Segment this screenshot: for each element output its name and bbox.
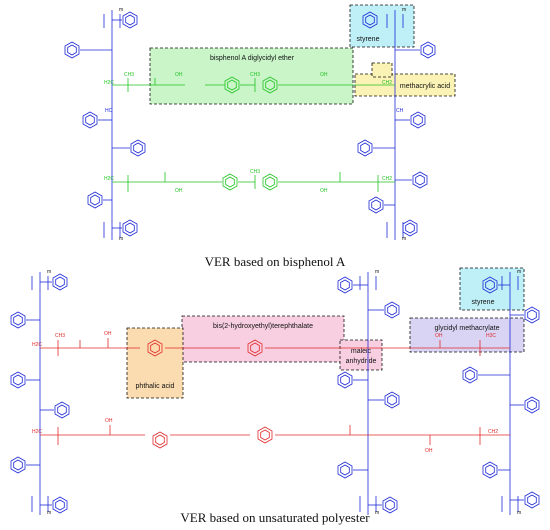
oh-bottom-lower-right: OH [425,448,433,454]
repeat-m-top-left-2: m [119,236,123,242]
polyester-bridge-upper [40,338,510,357]
glycidyl-methacrylate-box [409,317,525,353]
methacrylic-acid-label: methacrylic acid [400,83,450,90]
h2c-bottom-upper: H2C [32,342,42,348]
repeat-m-bottom-right-1: m [517,269,521,275]
h3c-bottom-upper: H3C [486,333,496,339]
oh-top-lower-left: OH [175,188,183,194]
styrene-label-top: styrene [357,36,380,43]
oh-bottom-upper-left: OH [104,331,112,337]
bis-hydroxyethyl-terephthalate-label: bis(2-hydroxyethyl)terephthalate [213,323,313,330]
styrene-chain-bottom-middle [337,272,400,515]
repeat-m-bottom-middle-1: m [375,269,379,275]
caption-bottom: VER based on unsaturated polyester [180,510,370,525]
ch2-top-upper: CH2 [382,80,392,86]
oh-bottom-lower-left: OH [105,418,113,424]
oh-top-lower-right: OH [320,188,328,194]
ch3-top-lower-bridge: CH3 [250,169,260,175]
h2c-top-lower: H2C [104,176,114,182]
bis-hydroxyethyl-terephthalate-box [181,315,345,363]
bisphenol-bridge-top-lower [112,172,395,192]
caption-top: VER based on bisphenol A [205,254,346,269]
repeat-m-top-right-2: m [402,236,406,242]
repeat-m-bottom-left-1: m [47,269,51,275]
bisphenol-a-diglycidyl-ether-label: bisphenol A diglycidyl ether [210,55,295,62]
repeat-m-bottom-left-2: m [47,510,51,516]
repeat-m-top-left-1: m [119,7,123,13]
styrene-chain-top-right [357,10,436,240]
styrene-chain-top-left [64,10,146,240]
ch2-bottom-lower: CH2 [488,429,498,435]
h2c-top-upper: H2C [104,80,114,86]
bisphenol-bridge-top-upper [112,76,395,94]
repeat-m-bottom-right-2: m [517,510,521,516]
styrene-label-bottom: styrene [472,299,495,306]
styrene-chain-bottom-left [10,272,70,515]
ch3-top-upper: CH3 [124,72,134,78]
oh-bottom-upper-right: OH [435,333,443,339]
ch-top-right: CH [396,108,404,114]
phthalic-acid-label: phthalic acid [136,383,175,390]
styrene-chain-bottom-right [462,272,540,515]
methacrylic-acid-box-tab [371,62,393,78]
repeat-m-bottom-middle-2: m [375,510,379,516]
glycidyl-methacrylate-label: glycidyl methacrylate [435,325,500,332]
hc-top-left: HC [105,108,113,114]
maleic-anhydride-label-line1: maleic [351,348,372,355]
ch3-top-upper-bridge: CH3 [250,72,260,78]
oh-top-upper-left: OH [175,72,183,78]
ch2-top-lower: CH2 [382,176,392,182]
h2c-bottom-lower: H2C [32,429,42,435]
oh-top-upper-right: OH [320,72,328,78]
polyester-bridge-lower [40,425,510,449]
repeat-m-top-right-1: m [402,7,406,13]
bisphenol-a-diglycidyl-ether-box [149,47,354,105]
maleic-anhydride-label-line2: anhydride [346,358,377,365]
maleic-anhydride-box [339,339,383,371]
ch3-bottom-upper: CH3 [55,333,65,339]
